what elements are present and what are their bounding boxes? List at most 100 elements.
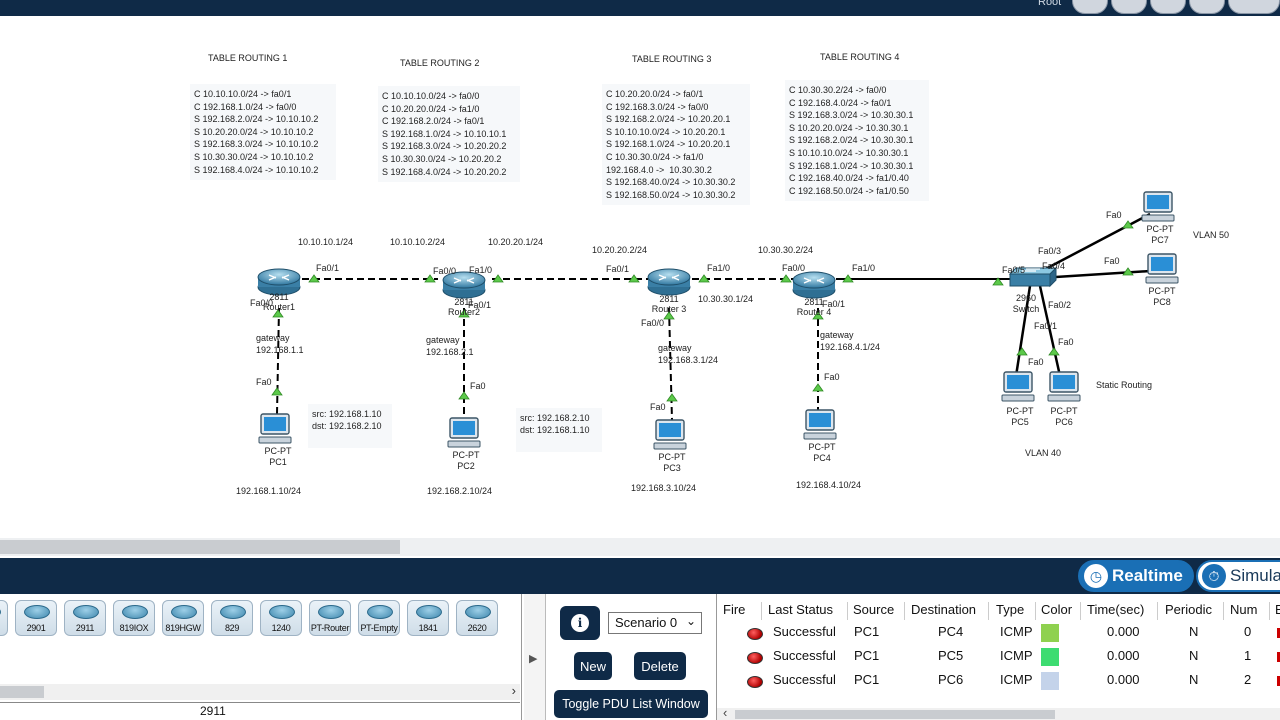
route-entry: C 192.168.2.0/24 -> fa0/1	[382, 116, 485, 127]
pdu-h-scrollbar[interactable]: ‹	[717, 705, 1280, 720]
label-r4-fa00-ip: 10.30.30.2/24	[758, 245, 814, 255]
label-sw-fa05: Fa0/5	[1002, 265, 1026, 275]
logical-workspace[interactable]: TABLE ROUTING 1 C 10.10.10.0/24 -> fa0/1…	[0, 16, 1280, 538]
pdu-table-header: Fire Last Status Source Destination Type…	[717, 602, 1280, 620]
delete-pdu-icon[interactable]	[1277, 676, 1280, 686]
add-button[interactable]	[1111, 0, 1147, 14]
realtime-mode-button[interactable]: ◷ Realtime	[1078, 560, 1194, 592]
toggle-pdu-list-button[interactable]: Toggle PDU List Window	[554, 690, 708, 718]
delete-scenario-button[interactable]: Delete	[634, 652, 686, 680]
expand-arrow-icon[interactable]: ▶	[529, 653, 538, 665]
nav-button[interactable]	[1150, 0, 1186, 14]
scenario-select[interactable]: Scenario 0 ⌄	[608, 612, 702, 634]
user-button[interactable]	[1189, 0, 1225, 14]
palette-device-2911[interactable]: 2911	[64, 600, 106, 636]
header-destination[interactable]: Destination	[911, 602, 977, 617]
pdu-scroll-thumb[interactable]	[735, 710, 1055, 719]
link-sw-pc8	[1039, 269, 1151, 280]
pdu-list-table: Fire Last Status Source Destination Type…	[716, 594, 1280, 720]
delete-pdu-icon[interactable]	[1277, 652, 1280, 662]
palette-device-819hgw[interactable]: 819HGW	[162, 600, 204, 636]
header-type[interactable]: Type	[996, 602, 1025, 617]
route-entry: S 192.168.3.0/24 -> 10.10.10.2	[194, 139, 319, 150]
route-entry: S 192.168.4.0/24 -> 10.20.20.2	[382, 166, 507, 177]
route-entry: C 192.168.50.0/24 -> fa1/0.50	[789, 185, 909, 196]
new-scenario-button[interactable]: New	[574, 652, 612, 680]
label-r3-fa00: Fa0/0	[641, 318, 665, 328]
palette-device-2901[interactable]: 2901	[15, 600, 57, 636]
fire-icon[interactable]	[747, 676, 763, 688]
ping-note-pc1[interactable]: src: 192.168.1.10 dst: 192.168.2.10	[308, 404, 392, 448]
palette-device-pt-empty[interactable]: PT-Empty	[358, 600, 400, 636]
user-label: Root	[1038, 0, 1062, 8]
header-last-status[interactable]: Last Status	[768, 602, 834, 617]
palette-device-pt-router[interactable]: PT-Router	[309, 600, 351, 636]
palette-device-819iox[interactable]: 819IOX	[113, 600, 155, 636]
pdu-cell-source: PC1	[854, 672, 880, 687]
palette-device-1841[interactable]: 1841	[407, 600, 449, 636]
simulation-mode-button[interactable]: ⏱ Simula	[1196, 560, 1280, 592]
label-static-routing: Static Routing	[1096, 380, 1153, 390]
fire-icon[interactable]	[747, 628, 763, 640]
router-icon	[24, 605, 50, 619]
palette-device-label: 1240	[271, 623, 291, 633]
label-r2-fa00: Fa0/0	[433, 266, 457, 276]
palette-scroll-thumb[interactable]	[0, 686, 44, 698]
panel-divider[interactable]: ▶	[524, 594, 546, 720]
routing-table-1-title: TABLE ROUTING 1	[208, 53, 288, 63]
ping-note-pc2[interactable]: src: 192.168.2.10 dst: 192.168.1.10	[516, 408, 602, 452]
route-entry: S 10.30.30.0/24 -> 10.20.20.2	[382, 153, 502, 164]
delete-pdu-icon[interactable]	[1277, 628, 1280, 638]
palette-scrollbar[interactable]: ›	[0, 683, 520, 700]
label-vlan50: VLAN 50	[1193, 230, 1230, 240]
label-r2-fa10-ip: 10.20.20.1/24	[488, 237, 544, 247]
label-r3-fa10: Fa1/0	[707, 263, 731, 273]
fire-icon[interactable]	[747, 652, 763, 664]
router-icon	[171, 605, 197, 619]
header-edit[interactable]: E	[1275, 602, 1280, 617]
port-pc3	[666, 393, 678, 402]
pc3-icon	[653, 419, 687, 450]
label-sw-fa03: Fa0/3	[1038, 246, 1062, 256]
globe-button[interactable]	[1228, 0, 1280, 14]
header-fire[interactable]: Fire	[723, 602, 746, 617]
scroll-thumb[interactable]	[0, 540, 400, 554]
header-periodic[interactable]: Periodic	[1165, 602, 1212, 617]
palette-device-1941[interactable]: 1941	[0, 600, 8, 636]
header-color[interactable]: Color	[1041, 602, 1073, 617]
label-r4-fa10: Fa1/0	[852, 263, 876, 273]
scenario-info-button[interactable]: i	[560, 606, 600, 640]
header-time[interactable]: Time(sec)	[1087, 602, 1145, 617]
palette-device-label: 1841	[418, 623, 438, 633]
pdu-color-swatch	[1041, 624, 1059, 642]
scroll-left-icon[interactable]: ‹	[723, 705, 728, 720]
palette-device-1240[interactable]: 1240	[260, 600, 302, 636]
label-gateway-4: gateway 192.168.4.1/24	[820, 330, 881, 352]
workspace-h-scrollbar[interactable]	[0, 538, 1280, 556]
palette-device-829[interactable]: 829	[211, 600, 253, 636]
pdu-cell-time: 0.000	[1107, 624, 1140, 639]
label-r1-fa00: Fa0/0	[250, 298, 274, 308]
port-pc2	[458, 391, 470, 400]
selected-device-label: 2911	[200, 704, 226, 718]
label-vlan40: VLAN 40	[1025, 448, 1062, 458]
stopwatch-icon: ⏱	[1202, 564, 1226, 588]
scroll-right-icon[interactable]: ›	[511, 683, 516, 698]
palette-device-2620[interactable]: 2620	[456, 600, 498, 636]
header-num[interactable]: Num	[1230, 602, 1258, 617]
chevron-down-icon: ⌄	[685, 614, 696, 628]
label-gateway-1: gateway 192.168.1.1	[256, 333, 304, 355]
undo-button[interactable]	[1072, 0, 1108, 14]
clock-icon: ◷	[1084, 564, 1108, 588]
header-source[interactable]: Source	[853, 602, 895, 617]
pdu-cell-periodic: N	[1189, 648, 1199, 663]
